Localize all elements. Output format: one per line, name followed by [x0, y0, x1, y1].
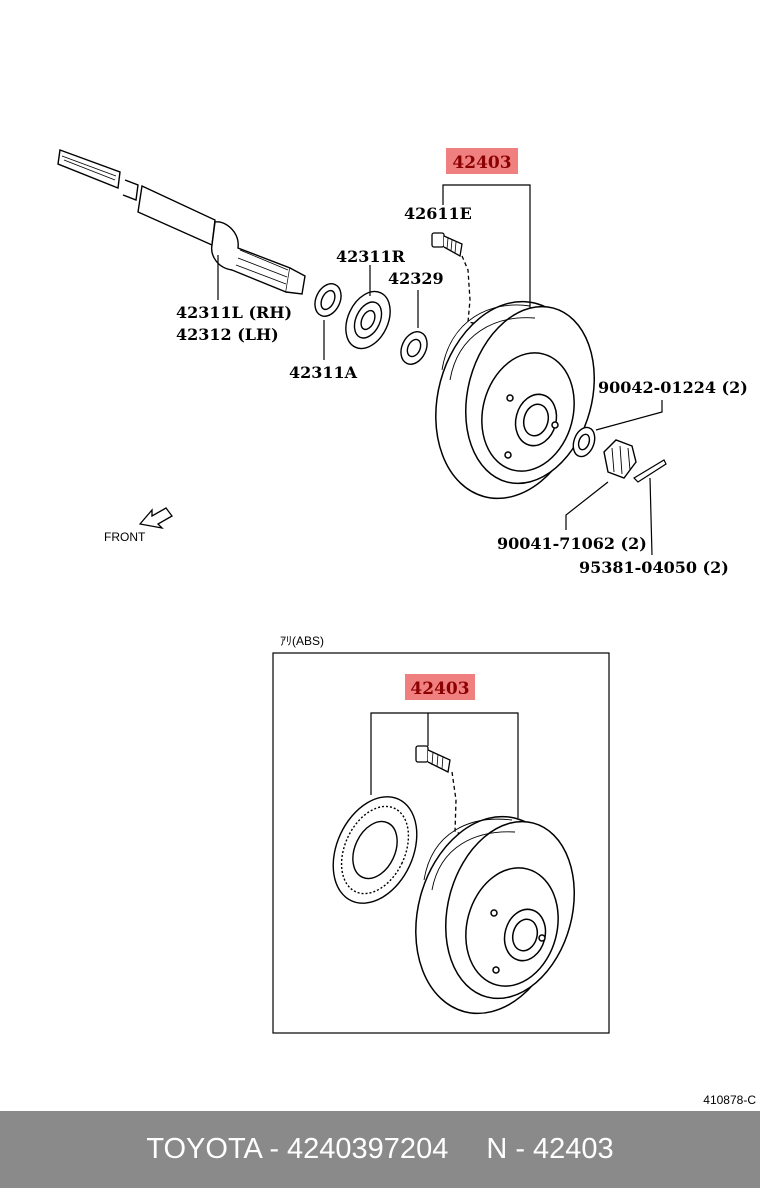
- leader-lines: [217, 184, 663, 556]
- washer-label: 90042-01224 (2): [598, 378, 748, 397]
- inset-brake-drum: [415, 815, 576, 1015]
- front-arrow-icon: [138, 507, 173, 530]
- hub-bolt-label: 42611E: [404, 204, 472, 223]
- inner-seal-label: 42311A: [289, 363, 358, 382]
- cotter-pin-label: 95381-04050 (2): [579, 558, 729, 577]
- inner-seal: [314, 283, 342, 317]
- bearing: [345, 290, 391, 350]
- inset-hub-bolt: [415, 745, 471, 837]
- axle-rh-label: 42311L (RH): [176, 303, 292, 322]
- inset-frame: [272, 652, 610, 1034]
- bearing-label: 42311R: [336, 247, 406, 266]
- inset-part-highlight: [405, 674, 475, 700]
- footer-bar: TOYOTA - 4240397204 N - 42403: [0, 1111, 760, 1188]
- parts-diagram: 42403 42611E 42311R 42329 42311L (RH) 42…: [57, 148, 756, 1107]
- outer-seal-label: 42329: [388, 269, 444, 288]
- washer: [572, 426, 596, 458]
- hub-bolt: [431, 232, 491, 327]
- front-label: FRONT: [104, 530, 146, 544]
- nut-label: 90041-71062 (2): [497, 534, 647, 553]
- footer-part-number: TOYOTA - 4240397204: [146, 1133, 449, 1165]
- inset-part-label: 42403: [410, 679, 469, 699]
- main-part-label: 42403: [452, 153, 511, 173]
- abs-sensor-ring: [332, 796, 418, 904]
- outer-seal: [400, 331, 428, 365]
- cotter-pin: [633, 459, 667, 483]
- inset-leader-lines: [370, 712, 519, 818]
- axle-shaft: [57, 149, 306, 295]
- main-part-highlight: [446, 148, 518, 174]
- inset-label: ｱﾘ(ABS): [280, 634, 324, 648]
- footer-ref: N - 42403: [486, 1133, 614, 1165]
- castle-nut: [603, 439, 637, 479]
- drawing-code: 410878-C: [703, 1093, 756, 1107]
- axle-lh-label: 42312 (LH): [176, 325, 279, 344]
- brake-drum: [435, 300, 596, 500]
